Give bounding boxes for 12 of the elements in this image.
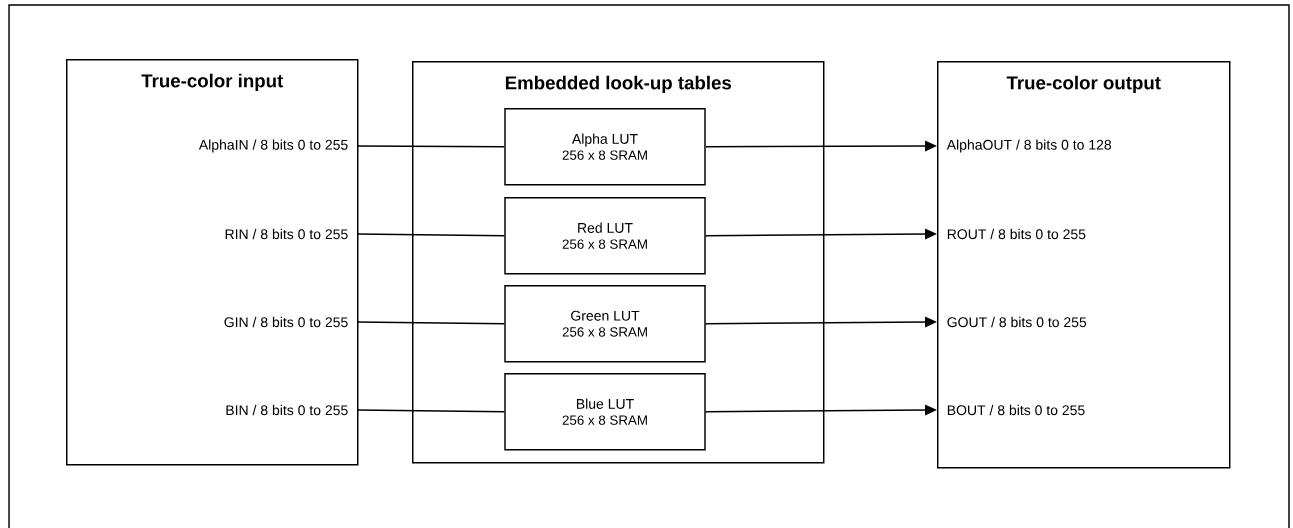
signal-label: ROUT / 8 bits 0 to 255	[947, 228, 1086, 240]
signal-label: BIN / 8 bits 0 to 255	[226, 404, 348, 416]
lut-box: Blue LUT 256 x 8 SRAM	[504, 373, 706, 451]
signal-label: GIN / 8 bits 0 to 255	[224, 316, 348, 328]
signal-label: AlphaOUT / 8 bits 0 to 128	[946, 139, 1112, 153]
lut-box: Green LUT 256 x 8 SRAM	[504, 285, 706, 363]
lut-box: Alpha LUT 256 x 8 SRAM	[504, 108, 706, 186]
signal-label: AlphaIN / 8 bits 0 to 255	[198, 139, 348, 153]
signal-label: BOUT / 8 bits 0 to 255	[947, 404, 1085, 416]
signal-label: RIN / 8 bits 0 to 255	[225, 228, 348, 240]
lut-box: Red LUT 256 x 8 SRAM	[504, 197, 706, 275]
signal-label: GOUT / 8 bits 0 to 255	[947, 316, 1087, 328]
